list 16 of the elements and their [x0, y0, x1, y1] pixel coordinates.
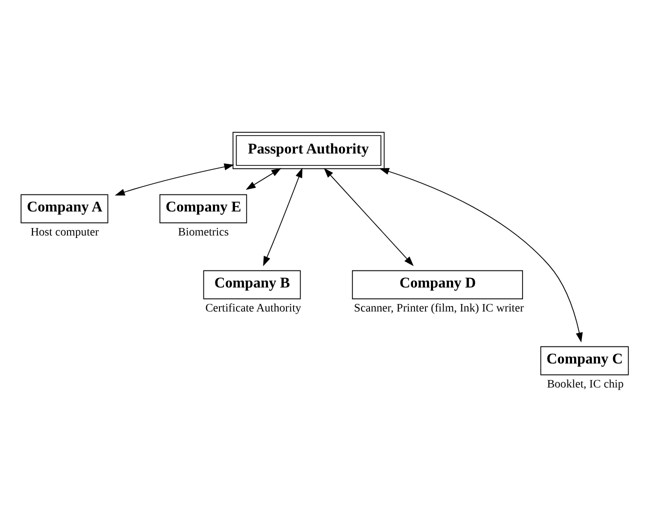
node-box: Company C [540, 346, 629, 376]
arrow [379, 168, 583, 343]
arrow [263, 168, 302, 266]
arrow [246, 168, 282, 190]
node-label: Host computer [30, 225, 99, 238]
node-box: Company D [352, 270, 523, 300]
arrow [324, 168, 414, 266]
arrow [114, 163, 234, 196]
node-label: Scanner, Printer (film, Ink) IC writer [354, 301, 524, 314]
node-box: Company B [203, 270, 301, 300]
node-label: Biometrics [178, 225, 229, 238]
node-label: Booklet, IC chip [546, 377, 624, 390]
node-box: Passport Authority [232, 132, 385, 170]
node-box: Company A [20, 194, 108, 224]
node-label: Certificate Authority [205, 301, 302, 314]
node-box: Company E [159, 194, 248, 224]
